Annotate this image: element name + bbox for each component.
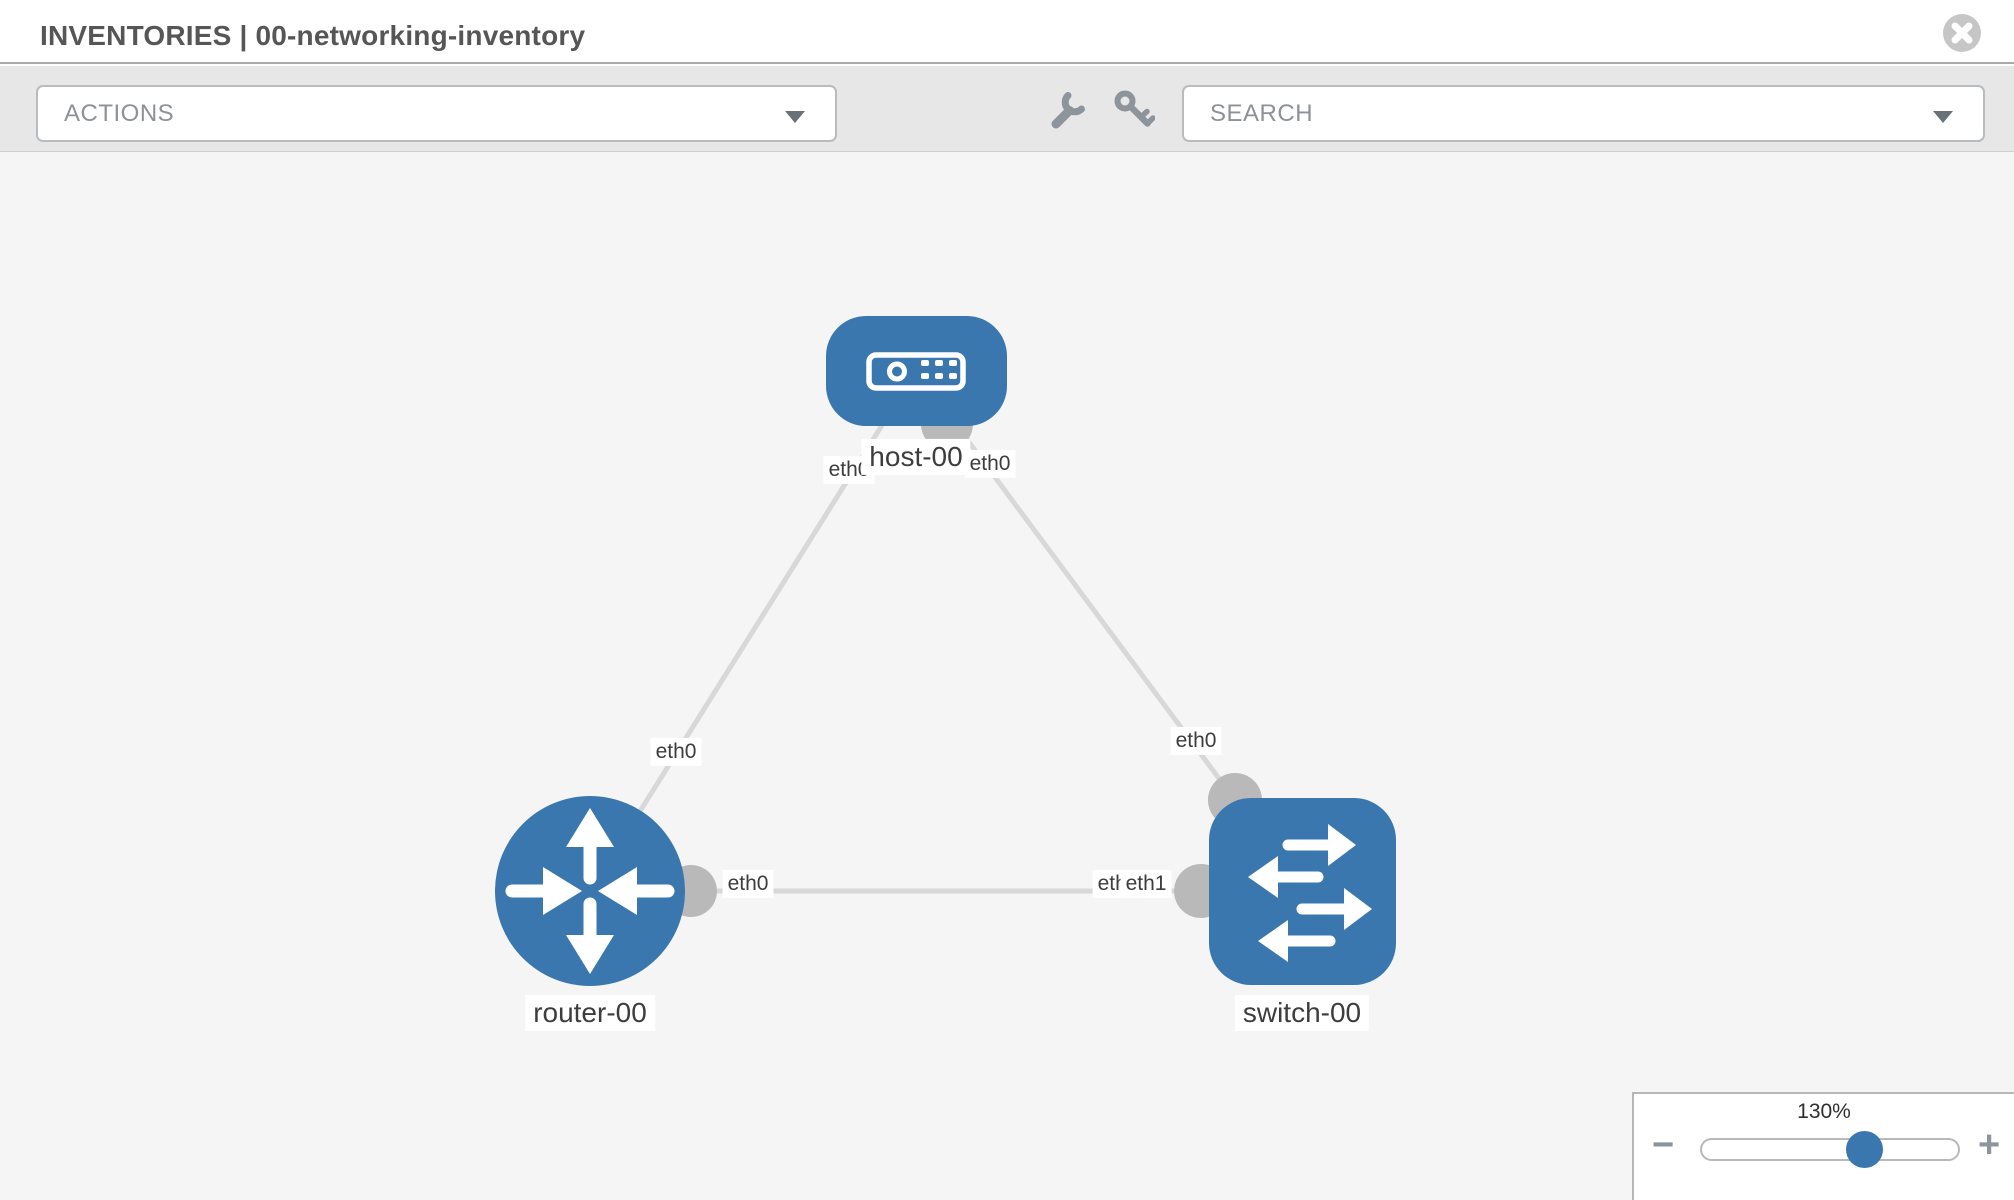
zoom-slider-handle[interactable] <box>1846 1131 1883 1168</box>
switch-icon <box>1248 824 1372 962</box>
interface-label: eth1 <box>1120 869 1172 899</box>
actions-dropdown[interactable]: ACTIONS <box>36 85 837 142</box>
node-label-host: host-00 <box>861 438 971 476</box>
interface-label: eth0 <box>1170 726 1222 756</box>
actions-dropdown-label: ACTIONS <box>64 99 175 127</box>
node-router[interactable] <box>495 796 685 986</box>
key-icon <box>1114 90 1156 127</box>
zoom-panel: 130% − + <box>1632 1092 2014 1200</box>
tools-button[interactable] <box>1046 87 1090 131</box>
zoom-out-button[interactable]: − <box>1652 1124 1675 1166</box>
node-switch[interactable] <box>1209 798 1396 985</box>
node-host[interactable] <box>826 316 1007 426</box>
topology-svg <box>495 316 1396 986</box>
close-button[interactable] <box>1943 14 1981 52</box>
topology-canvas[interactable]: eth0 eth0 eth0 eth0 eth0 eth0 eth1 host-… <box>0 152 2014 1200</box>
router-icon <box>505 808 675 974</box>
close-icon <box>1943 14 1981 52</box>
toolbar: ACTIONS SEARCH <box>0 66 2014 152</box>
interface-label: eth0 <box>722 869 774 899</box>
key-button[interactable] <box>1111 87 1156 131</box>
zoom-in-button[interactable]: + <box>1978 1124 2001 1166</box>
zoom-slider-track[interactable] <box>1700 1138 1960 1161</box>
interface-label: eth0 <box>964 449 1016 479</box>
header: INVENTORIES | 00-networking-inventory <box>0 0 2014 64</box>
node-label-switch: switch-00 <box>1234 994 1370 1032</box>
wrench-icon <box>1051 92 1085 129</box>
node-label-router: router-00 <box>525 994 655 1032</box>
host-icon <box>866 352 966 391</box>
chevron-down-icon <box>1933 111 1953 123</box>
interface-label: eth0 <box>650 737 702 767</box>
search-dropdown[interactable]: SEARCH <box>1182 85 1985 142</box>
page-title: INVENTORIES | 00-networking-inventory <box>40 20 586 51</box>
chevron-down-icon <box>785 111 805 123</box>
zoom-level-label: 130% <box>1797 1100 1851 1123</box>
search-dropdown-label: SEARCH <box>1210 99 1314 127</box>
